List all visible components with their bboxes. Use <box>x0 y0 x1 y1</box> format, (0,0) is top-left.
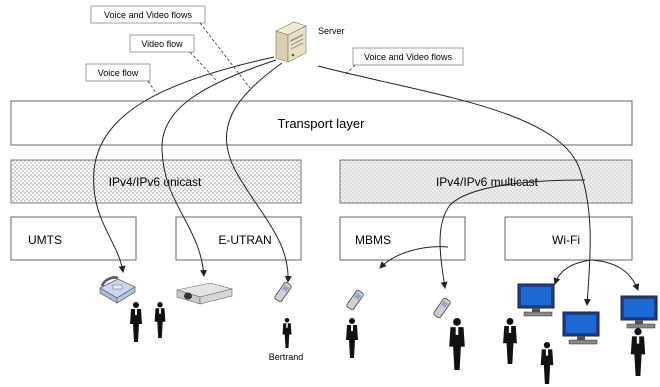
mobile-phone-icon <box>346 289 364 311</box>
server-icon <box>275 21 307 63</box>
wifi-branch-right <box>591 259 640 291</box>
multicast-split <box>439 179 586 289</box>
access-network-label: Wi-Fi <box>552 233 580 247</box>
access-network-mbms: MBMS <box>339 216 466 261</box>
person-icon <box>346 318 358 358</box>
user-label-bertrand: Bertrand <box>269 352 304 362</box>
person-icon <box>503 318 517 364</box>
access-network-label: MBMS <box>355 233 391 247</box>
person-icon <box>449 318 465 370</box>
monitor-icon <box>620 295 658 329</box>
flow-lines <box>93 56 640 306</box>
person-icon <box>630 328 646 376</box>
wifi-branch-left <box>553 259 593 285</box>
ip-multicast-label: IPv4/IPv6 multicast <box>436 175 539 189</box>
callout-leaders <box>147 22 356 94</box>
mobile-phone-icon <box>433 297 451 319</box>
monitor-icon <box>517 283 555 317</box>
person-icon <box>154 302 166 338</box>
phone-icon <box>99 276 136 304</box>
access-network-wifi: Wi-Fi <box>504 216 633 261</box>
monitor-icon <box>562 311 600 345</box>
ip-multicast-layer: IPv4/IPv6 multicast <box>339 159 633 204</box>
server-label: Server <box>318 26 345 36</box>
voice-video-flow-to-wifi <box>317 65 591 306</box>
access-network-umts: UMTS <box>10 216 137 261</box>
mobile-phone-icon <box>274 281 292 303</box>
mbms-branch <box>379 246 449 269</box>
callout-label: Video flow <box>141 39 183 49</box>
callout-voice: Voice flow <box>85 63 151 82</box>
voice-video-flow-to-eutran-mobile <box>226 62 292 283</box>
access-network-eutran: E-UTRAN <box>175 216 302 261</box>
callout-voice-video-right: Voice and Video flows <box>352 47 464 66</box>
callout-label: Voice and Video flows <box>364 52 452 62</box>
voice-flow-to-umts-phone <box>93 56 275 273</box>
access-network-label: E-UTRAN <box>218 233 271 247</box>
person-icon <box>282 318 292 348</box>
ip-unicast-label: IPv4/IPv6 unicast <box>109 175 202 189</box>
callout-video: Video flow <box>129 34 195 53</box>
callout-label: Voice and Video flows <box>104 10 192 20</box>
callout-voice-video-left: Voice and Video flows <box>90 5 206 24</box>
callout-label: Voice flow <box>98 68 139 78</box>
access-network-label: UMTS <box>28 233 62 247</box>
person-icon <box>130 302 142 342</box>
video-flow-to-projector <box>161 59 277 277</box>
person-icon <box>540 342 554 384</box>
projector-icon <box>176 282 234 305</box>
ip-unicast-layer: IPv4/IPv6 unicast <box>10 159 302 204</box>
transport-layer-label: Transport layer <box>278 116 366 131</box>
people-group <box>130 302 646 384</box>
